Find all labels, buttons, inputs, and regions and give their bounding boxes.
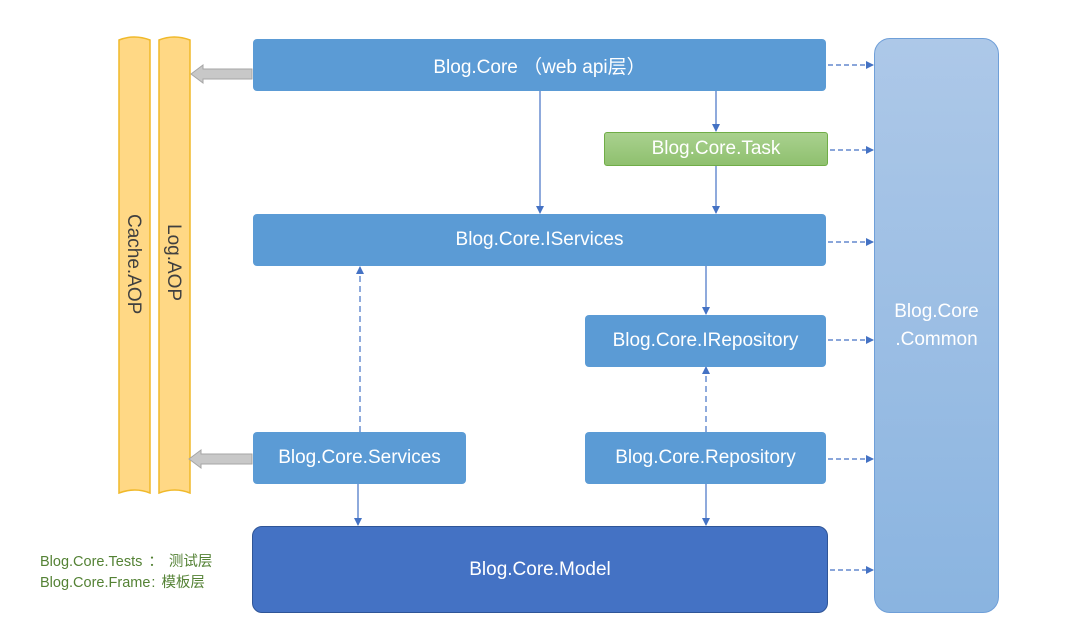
legend-tests: Blog.Core.Tests ： 测试层 <box>40 550 212 571</box>
legend-tests-name: Blog.Core.Tests <box>40 554 143 570</box>
log-aop-banner <box>158 36 191 495</box>
legend-frame-name: Blog.Core.Frame <box>40 575 151 591</box>
node-iservices: Blog.Core.IServices <box>253 214 826 266</box>
node-repository: Blog.Core.Repository <box>585 432 826 484</box>
node-webapi: Blog.Core （web api层） <box>253 39 826 91</box>
legend-tests-desc: 测试层 <box>168 554 213 570</box>
node-common-line1: Blog.Core <box>894 300 979 322</box>
node-common-text: Blog.Core .Common <box>894 298 979 354</box>
cache-aop-banner <box>118 36 151 495</box>
cache-aop-label: Cache.AOP <box>123 214 144 315</box>
block-arrow-services-to-log <box>188 449 253 469</box>
node-common-line2: .Common <box>895 328 978 350</box>
node-irepository: Blog.Core.IRepository <box>585 315 826 367</box>
node-services: Blog.Core.Services <box>253 432 466 484</box>
node-task: Blog.Core.Task <box>604 132 828 166</box>
block-arrow-webapi-to-log <box>190 64 253 84</box>
legend-frame-desc: 模板层 <box>161 575 205 591</box>
legend-frame: Blog.Core.Frame: 模板层 <box>40 571 205 592</box>
node-common: Blog.Core .Common <box>874 38 999 613</box>
node-model: Blog.Core.Model <box>252 526 828 613</box>
legend-frame-sep: : <box>151 575 156 591</box>
log-aop-label: Log.AOP <box>163 224 184 302</box>
legend-tests-sep: ： <box>148 554 163 570</box>
